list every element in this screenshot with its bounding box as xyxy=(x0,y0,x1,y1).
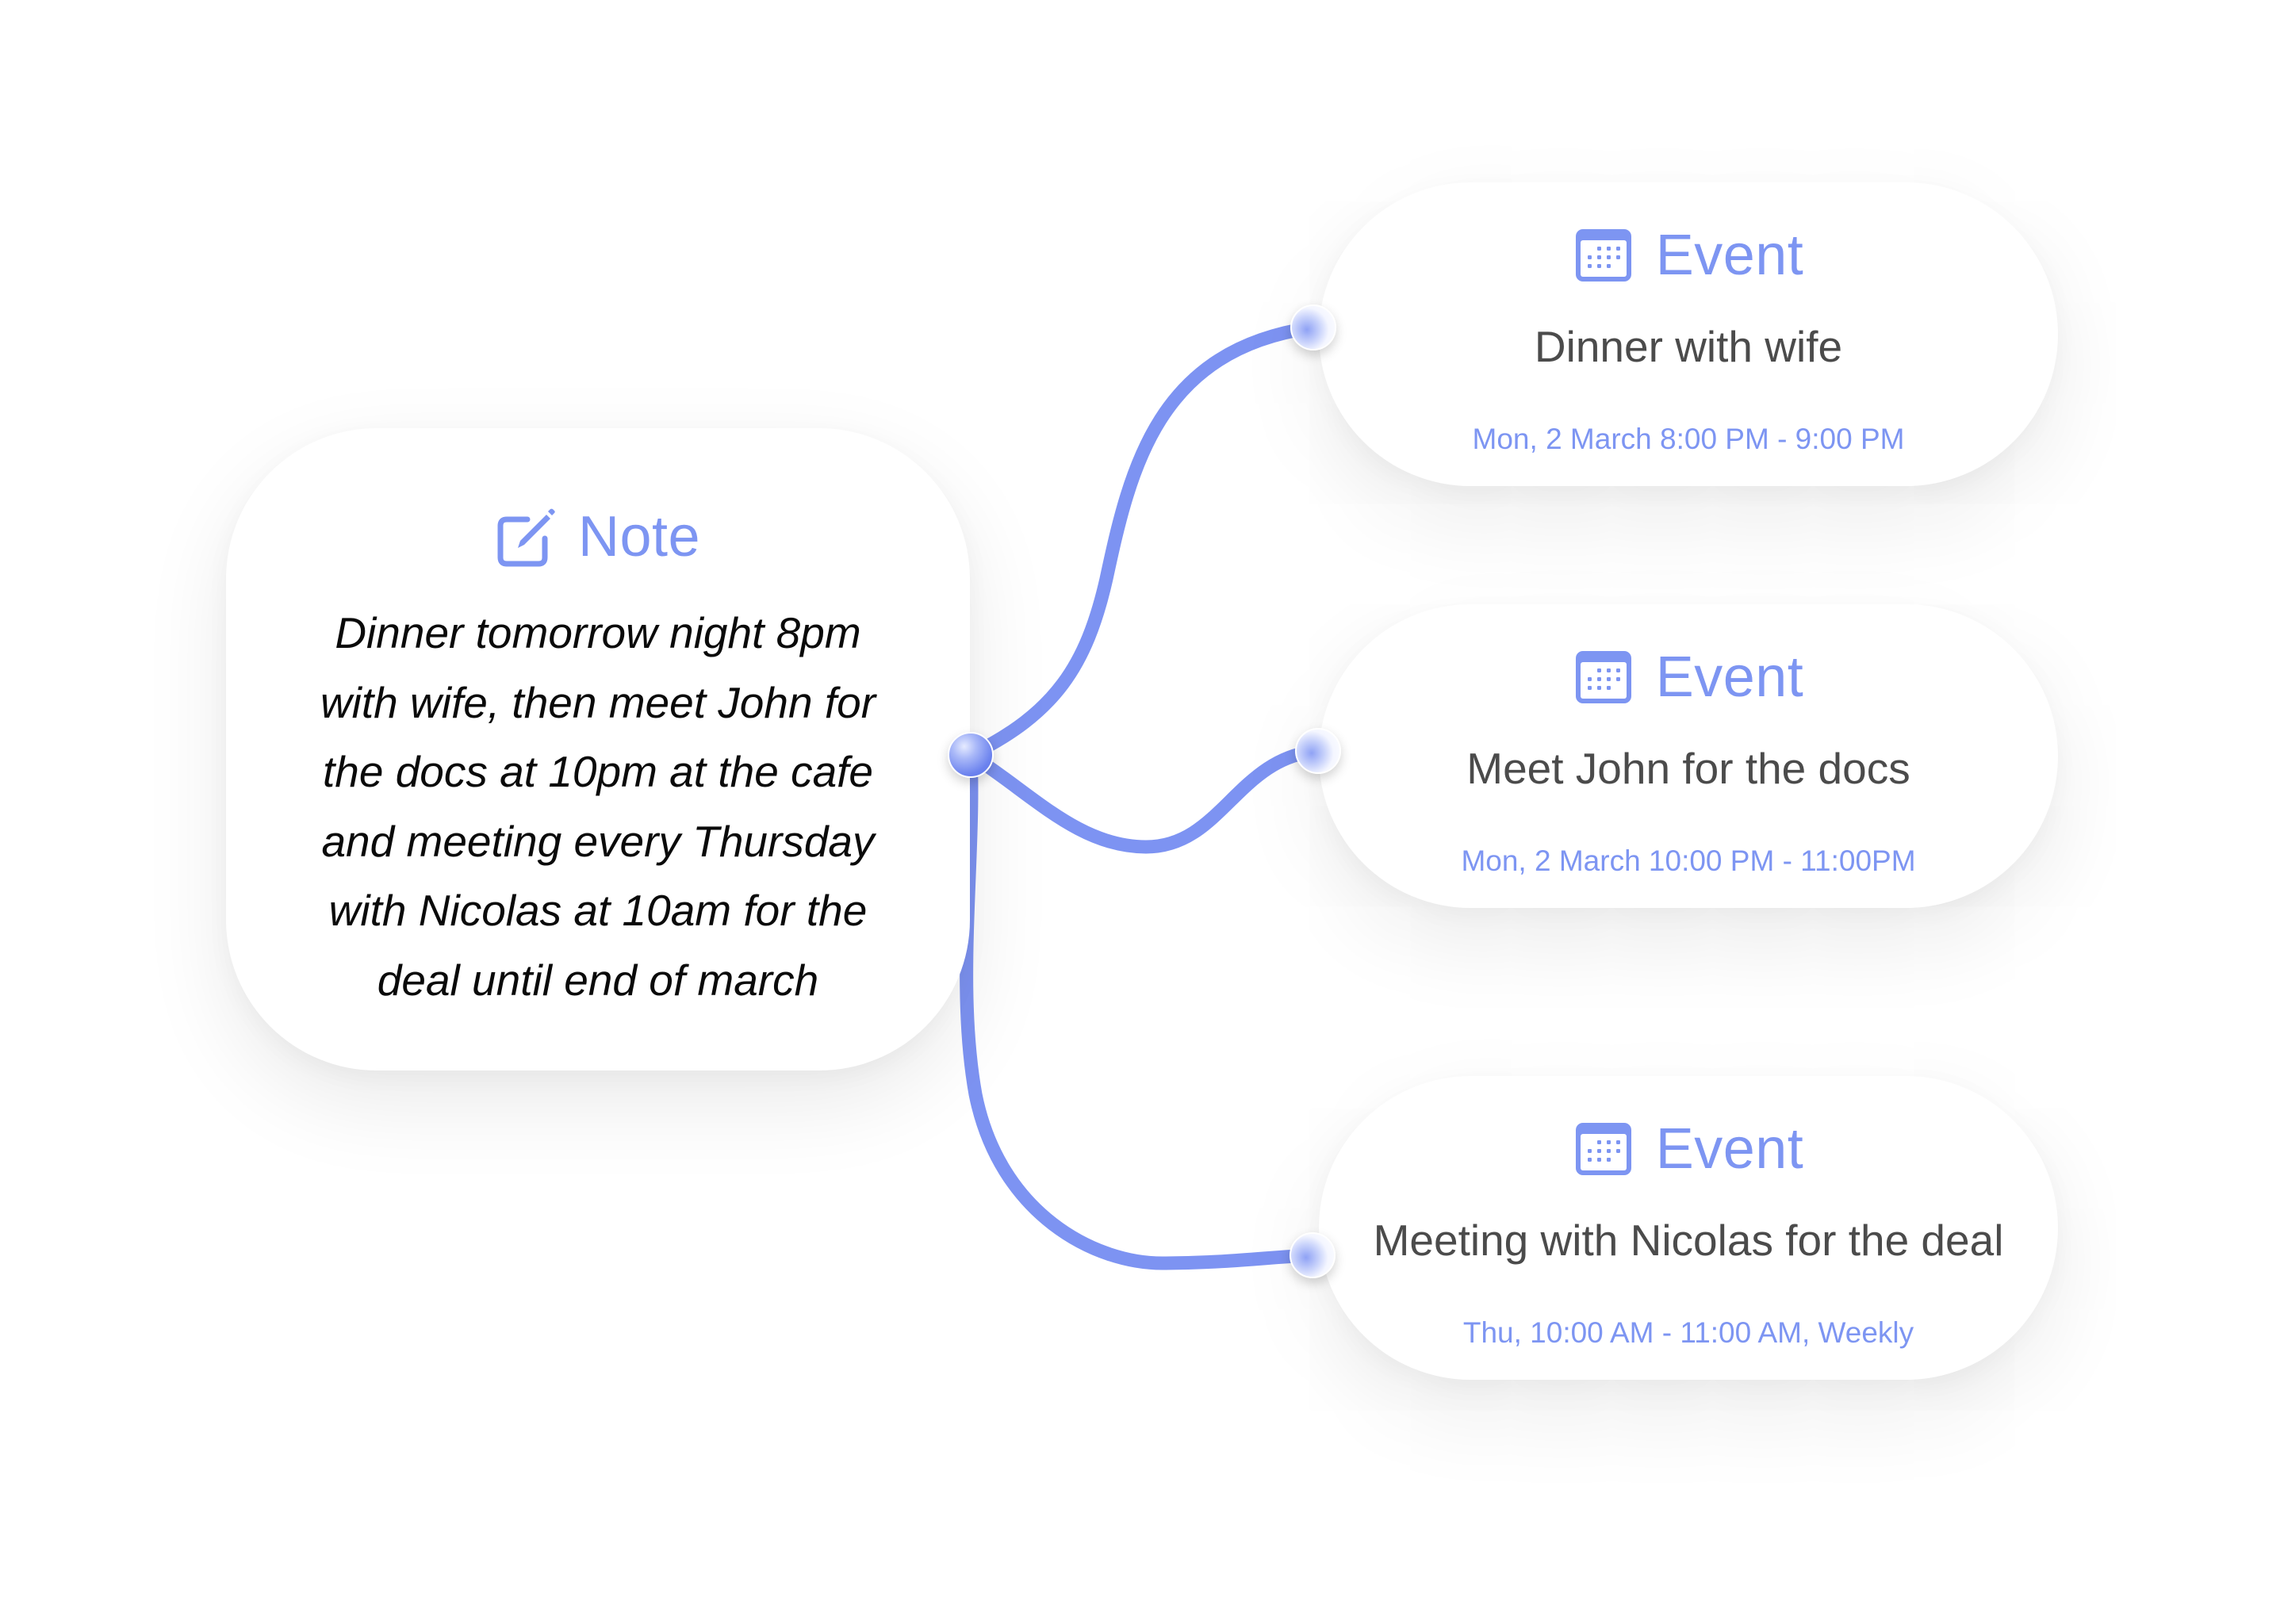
calendar-icon xyxy=(1573,649,1634,706)
event-3-node-handle[interactable] xyxy=(1290,1232,1336,1278)
event-label: Event xyxy=(1655,224,1804,287)
note-line: deal until end of march xyxy=(377,955,819,1005)
note-label: Note xyxy=(577,505,701,569)
event-date: Mon, 2 March 8:00 PM - 9:00 PM xyxy=(1472,423,1905,455)
event-date: Mon, 2 March 10:00 PM - 11:00PM xyxy=(1461,845,1916,877)
note-line: the docs at 10pm at the cafe xyxy=(322,747,874,796)
event-label: Event xyxy=(1655,645,1804,709)
calendar-icon xyxy=(1573,1120,1634,1178)
calendar-icon xyxy=(1573,227,1634,284)
event-title: Dinner with wife xyxy=(1534,322,1843,371)
note-header: Note xyxy=(226,505,970,569)
event-1-node-handle[interactable] xyxy=(1290,304,1336,350)
event-label: Event xyxy=(1655,1117,1804,1181)
event-header: Event xyxy=(1319,1117,2058,1181)
note-line: and meeting every Thursday xyxy=(321,816,875,866)
note-card[interactable]: Note Dinner tomorrow night 8pm with wife… xyxy=(226,428,970,1071)
event-title: Meeting with Nicolas for the deal xyxy=(1373,1216,2004,1265)
hub-node-handle[interactable] xyxy=(948,732,994,778)
connector-note-to-event-3 xyxy=(960,748,1320,1270)
note-line: with Nicolas at 10am for the xyxy=(328,886,868,935)
event-2-node-handle[interactable] xyxy=(1295,728,1341,774)
connector-note-to-event-2 xyxy=(964,744,1325,854)
event-card-dinner-with-wife[interactable]: Event Dinner with wife Mon, 2 March 8:00… xyxy=(1319,182,2058,486)
edit-note-icon xyxy=(496,508,556,567)
note-line: Dinner tomorrow night 8pm xyxy=(335,608,861,657)
event-date: Thu, 10:00 AM - 11:00 AM, Weekly xyxy=(1462,1316,1914,1349)
note-body-text: Dinner tomorrow night 8pm with wife, the… xyxy=(258,599,938,1015)
event-card-meet-john[interactable]: Event Meet John for the docs Mon, 2 Marc… xyxy=(1319,604,2058,908)
event-header: Event xyxy=(1319,224,2058,287)
event-card-meeting-nicolas[interactable]: Event Meeting with Nicolas for the deal … xyxy=(1319,1076,2058,1380)
event-header: Event xyxy=(1319,645,2058,709)
event-title: Meet John for the docs xyxy=(1466,744,1910,793)
connector-note-to-event-1 xyxy=(964,320,1320,762)
note-line: with wife, then meet John for xyxy=(320,677,876,727)
